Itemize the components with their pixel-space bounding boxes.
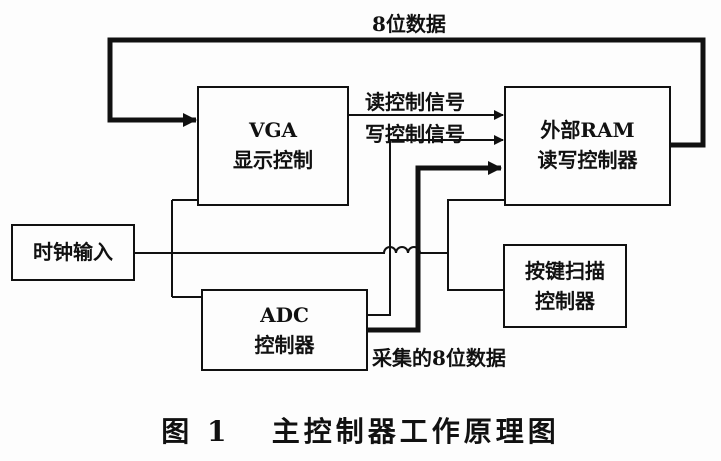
keyscan-block — [503, 244, 627, 328]
adc-label: ADC 控制器 — [202, 300, 367, 360]
figure-caption: 图 1 主控制器工作原理图 — [161, 415, 560, 448]
adc-data-bus — [367, 161, 502, 333]
vga-label: VGA 显示控制 — [198, 115, 348, 175]
adc-label-line1: ADC — [260, 303, 309, 327]
top-data-bus — [107, 37, 706, 148]
adc-label-line2: 控制器 — [254, 333, 315, 357]
read-signal-label: 读控制信号 — [365, 90, 465, 114]
ram-label-line1: 外部RAM — [540, 118, 635, 142]
keyscan-label-line2: 控制器 — [535, 289, 595, 313]
clock-line — [134, 246, 448, 254]
keyscan-label-line1: 按键扫描 — [525, 259, 605, 283]
keyscan-label: 按键扫描 控制器 — [504, 256, 626, 316]
adc-bus-label: 采集的8位数据 — [372, 346, 506, 370]
write-signal-label: 写控制信号 — [365, 122, 465, 146]
ram-label: 外部RAM 读写控制器 — [505, 115, 670, 175]
ram-label-line2: 读写控制器 — [537, 148, 638, 172]
clock-label: 时钟输入 — [12, 237, 134, 267]
vga-label-line1: VGA — [248, 118, 298, 142]
clock-label-text: 时钟输入 — [33, 240, 113, 264]
vga-label-line2: 显示控制 — [233, 148, 313, 172]
write-signal-arrow — [367, 135, 504, 316]
ram-keyscan-link — [447, 199, 505, 291]
top-bus-label: 8位数据 — [372, 12, 446, 36]
vga-block — [197, 86, 349, 206]
